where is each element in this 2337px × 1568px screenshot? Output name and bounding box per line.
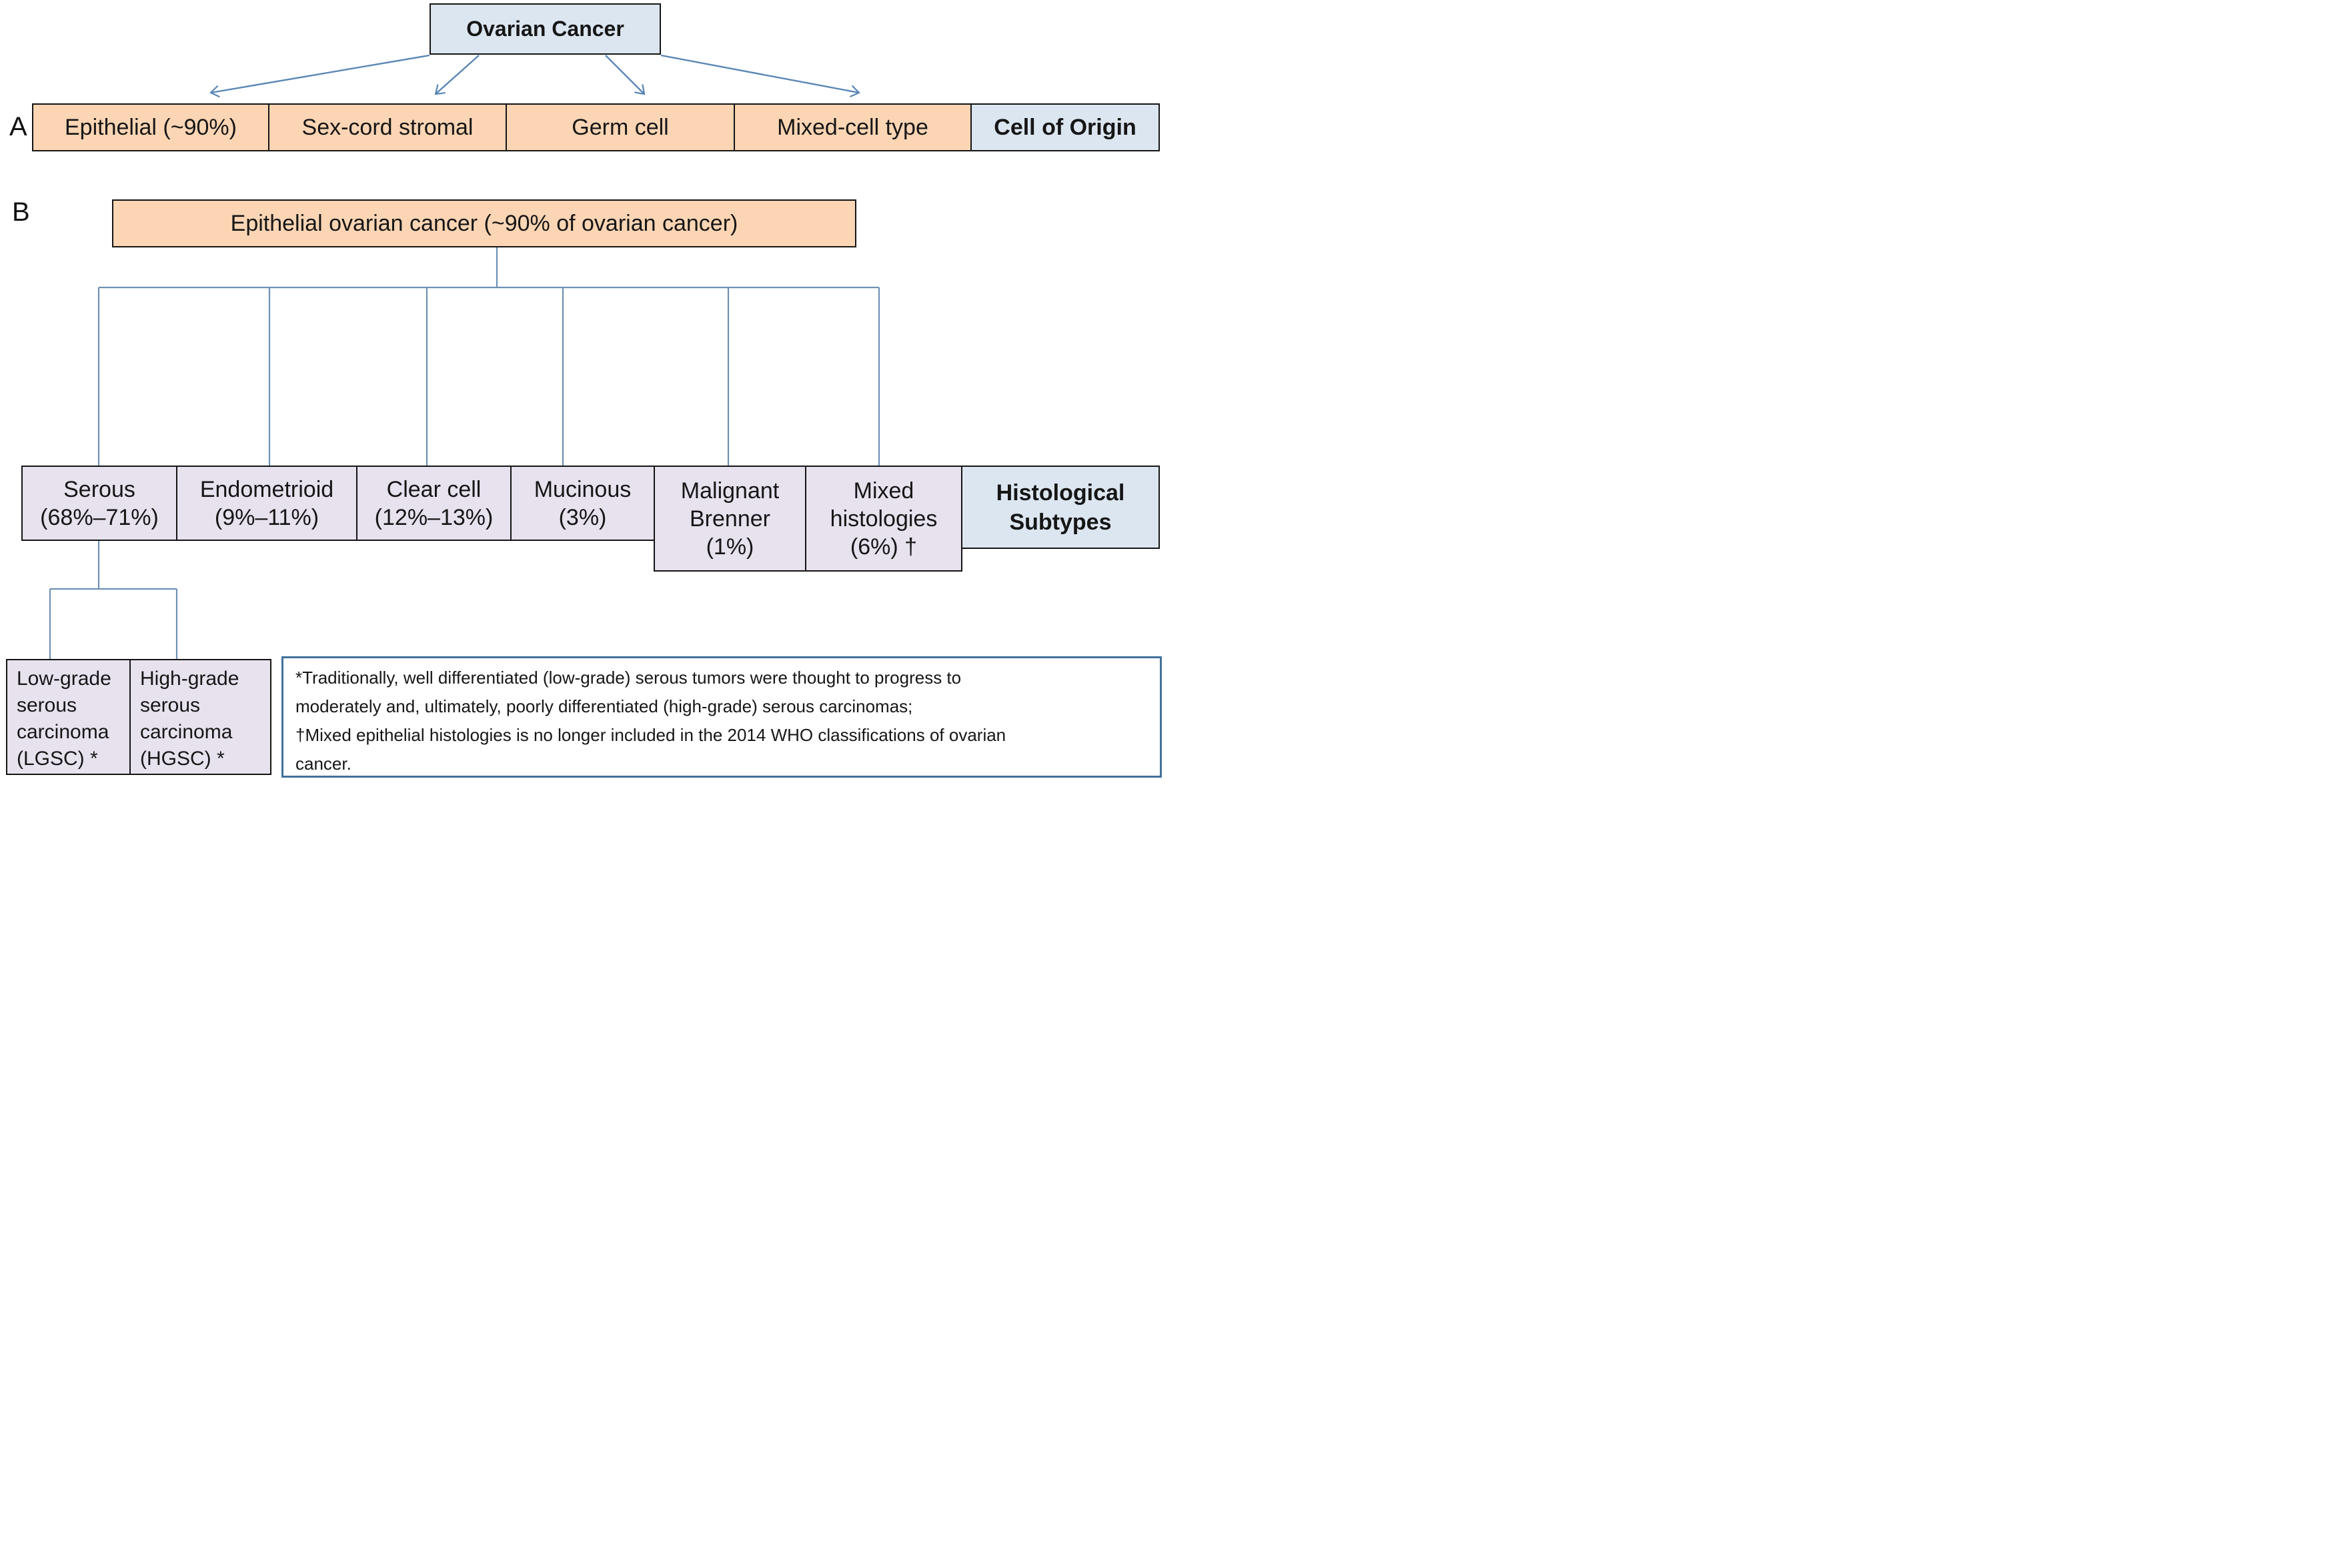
root-box-ovarian-cancer: Ovarian Cancer <box>430 3 661 55</box>
panel-a-label: A <box>9 112 27 141</box>
panel-b-label: B <box>12 197 30 227</box>
subtype-high-grade-serous-hgsc: High-grade serous carcinoma (HGSC) * <box>129 659 271 775</box>
cell-epithelial: Epithelial (~90%) <box>32 103 269 151</box>
subtype-malignant-brenner: Malignant Brenner (1%) <box>654 466 806 572</box>
subtype-clear-cell: Clear cell (12%–13%) <box>356 466 512 541</box>
subtype-serous: Serous (68%–71%) <box>21 466 177 541</box>
footnote-box: *Traditionally, well differentiated (low… <box>281 656 1162 778</box>
subtype-endometrioid: Endometrioid (9%–11%) <box>176 466 357 541</box>
cell-germ-cell: Germ cell <box>506 103 735 151</box>
cell-sexcord-stromal: Sex-cord stromal <box>268 103 507 151</box>
diagram-canvas: Ovarian Cancer A Epithelial (~90%) Sex-c… <box>0 0 1168 784</box>
root-box-epithelial-ovarian-cancer: Epithelial ovarian cancer (~90% of ovari… <box>112 199 856 247</box>
arrow-to-germcell <box>605 55 646 95</box>
subtype-low-grade-serous-lgsc: Low-grade serous carcinoma (LGSC) * <box>6 659 131 775</box>
subtype-mucinous: Mucinous (3%) <box>510 466 655 541</box>
arrow-to-sexcord <box>434 55 480 95</box>
subtype-mixed-histologies: Mixed histologies (6%) † <box>805 466 962 572</box>
category-histological-subtypes: Histological Subtypes <box>961 466 1160 549</box>
category-cell-of-origin: Cell of Origin <box>970 103 1160 151</box>
arrow-to-epithelial <box>209 54 430 98</box>
cell-mixed-cell-type: Mixed-cell type <box>734 103 972 151</box>
arrow-to-mixedcell <box>660 54 860 98</box>
